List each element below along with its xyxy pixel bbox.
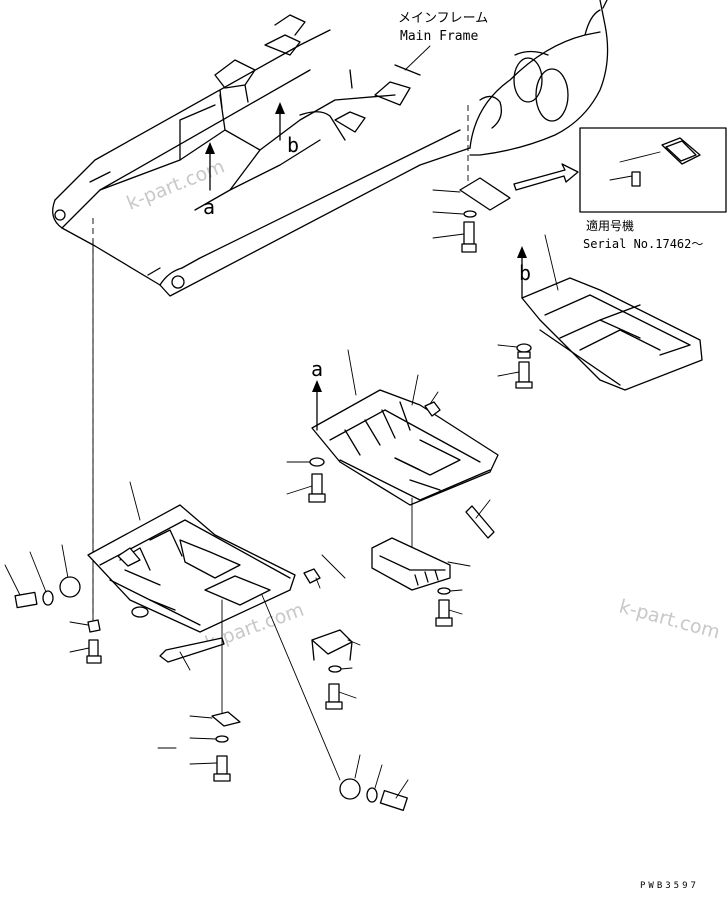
cover-plate-assembly [432,163,579,253]
main-frame [52,14,471,621]
serial-label-jp: 適用号機 [586,218,634,233]
arrow-b-frame-letter: b [287,133,299,157]
watermark-right: k-part.com [617,596,723,644]
bottom-hardware [261,594,409,812]
frame-rear-end [467,0,609,185]
arrow-b-frame: b [275,102,299,157]
main-frame-label-jp: メインフレーム [398,11,488,26]
drawing-code: PWB3597 [640,881,699,891]
arrow-a-frame: a [203,142,215,219]
main-frame-label-en: Main Frame [400,29,478,44]
rear-guard: b [497,234,703,391]
arrow-b-rear-letter: b [519,261,531,285]
serial-box: 適用号機 Serial No.17462〜 [579,127,727,251]
front-guard [4,481,346,782]
side-bracket [311,629,361,710]
center-guard: a [286,349,499,551]
main-frame-label: メインフレーム Main Frame [398,11,488,71]
arrow-a-center-letter: a [311,357,323,381]
arrow-a-frame-letter: a [203,195,215,219]
center-bracket-block [371,537,471,627]
serial-number: Serial No.17462〜 [583,237,703,251]
